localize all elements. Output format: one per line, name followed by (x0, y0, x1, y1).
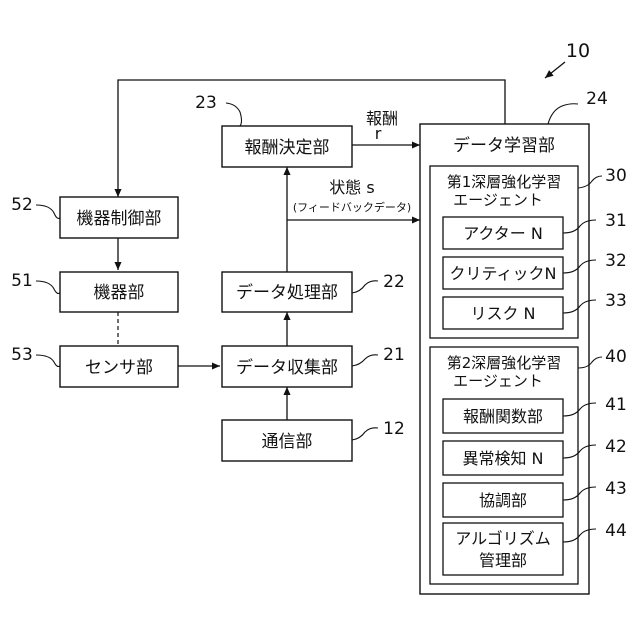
communication-label: 通信部 (262, 432, 313, 452)
data-collection-ref: 21 (383, 345, 405, 365)
state-label: 状態 s (329, 178, 374, 197)
data-learning-label: データ学習部 (453, 135, 555, 156)
device-ref: 51 (11, 271, 33, 291)
actor-ref: 31 (605, 211, 627, 231)
reward-function-label: 報酬関数部 (463, 407, 543, 426)
agent2-title: 第2深層強化学習 (447, 354, 562, 372)
algorithm-mgmt-label-line1: アルゴリズム (455, 529, 551, 548)
communication-leader (352, 428, 378, 440)
sensor-leader (36, 355, 60, 367)
feedback-data-label: (フィードバックデータ) (293, 200, 411, 214)
data-processing-ref: 22 (383, 272, 405, 292)
data-collection-leader (352, 355, 378, 366)
cooperation-ref: 43 (605, 479, 627, 499)
algorithm-mgmt-ref: 44 (605, 521, 627, 541)
critic-ref: 32 (605, 251, 627, 271)
figure-ref-arrow (545, 62, 565, 78)
agent2-ref: 40 (605, 347, 627, 367)
sensor-label: センサ部 (85, 358, 153, 378)
device-control-ref: 52 (11, 195, 33, 215)
data-processing-leader (352, 281, 378, 293)
device-control-label: 機器制御部 (77, 209, 162, 229)
reward-label: 報酬 (366, 109, 398, 128)
risk-ref: 33 (605, 291, 627, 311)
anomaly-label: 異常検知 N (462, 449, 543, 468)
agent1-title: 第1深層強化学習 (447, 173, 562, 191)
reward-decision-leader (226, 103, 242, 126)
agent1-ref: 30 (605, 166, 627, 186)
figure-ref: 10 (566, 40, 590, 62)
cooperation-label: 協調部 (479, 491, 527, 510)
data-processing-label: データ処理部 (236, 282, 338, 303)
device-label: 機器部 (94, 283, 145, 303)
device-leader (36, 281, 60, 294)
algorithm-mgmt-label-line2: 管理部 (479, 551, 527, 570)
reward-symbol-label: r (375, 124, 382, 143)
agent2-subtitle: エージェント (453, 372, 543, 390)
communication-ref: 12 (383, 419, 405, 439)
anomaly-ref: 42 (605, 437, 627, 457)
sensor-ref: 53 (11, 345, 33, 365)
critic-label: クリティックN (449, 264, 556, 283)
data-collection-label: データ収集部 (236, 357, 338, 378)
reward-function-ref: 41 (605, 395, 627, 415)
risk-label: リスク N (470, 304, 535, 323)
actor-label: アクター N (463, 224, 543, 243)
agent1-subtitle: エージェント (453, 191, 543, 209)
reward-decision-label: 報酬決定部 (245, 138, 330, 158)
data-learning-leader (548, 104, 578, 124)
data-learning-ref: 24 (586, 89, 608, 109)
device-control-leader (36, 205, 60, 218)
reward-decision-ref: 23 (195, 93, 217, 113)
